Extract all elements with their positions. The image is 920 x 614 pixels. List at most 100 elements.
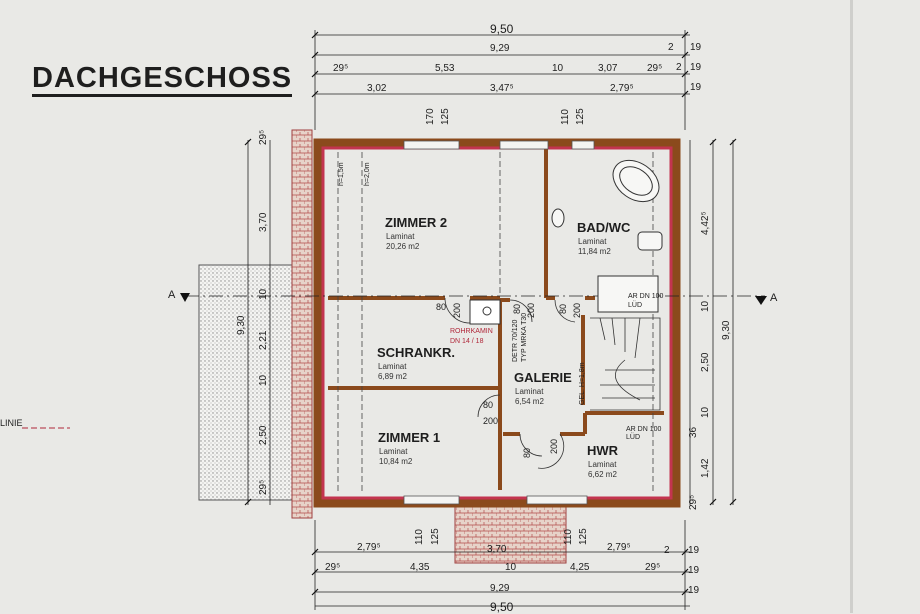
dim-right-d: 2,50 bbox=[700, 352, 711, 372]
dim-right-h: 29⁵ bbox=[688, 494, 699, 510]
door3-w: 80 bbox=[558, 303, 568, 314]
windows bbox=[403, 140, 595, 505]
dim-top-right-b: 19 bbox=[690, 42, 702, 53]
plan-title: DACHGESCHOSS bbox=[32, 62, 293, 97]
dim-right-f: 36 bbox=[688, 426, 699, 438]
dim-top-overall: 9,50 bbox=[490, 22, 514, 36]
dim-bot-row1-c: 2,79⁵ bbox=[607, 542, 631, 553]
room-area-zimmer2: 20,26 m2 bbox=[386, 242, 420, 251]
inner-walls bbox=[328, 148, 664, 490]
terrace-area bbox=[198, 264, 296, 501]
section-label-right: A bbox=[770, 292, 778, 304]
dim-left-g: 2,50 bbox=[258, 425, 269, 445]
room-name-galerie: GALERIE bbox=[514, 370, 572, 385]
brick-column bbox=[291, 129, 313, 519]
room-floor-galerie: Laminat bbox=[515, 387, 544, 396]
paper-edge bbox=[850, 0, 853, 613]
dim-bot-row2-d: 4,25 bbox=[570, 562, 590, 573]
win-bot-h2: 125 bbox=[430, 528, 441, 545]
dim-bot-right-c: 19 bbox=[688, 565, 700, 576]
dim-right-b: 9,30 bbox=[721, 320, 732, 340]
note-ar1: AR DN 100 bbox=[628, 293, 664, 300]
dim-top-row3-c: 2,79⁵ bbox=[610, 83, 634, 94]
section-arrow-right bbox=[755, 296, 767, 305]
room-floor-zimmer2: Laminat bbox=[386, 232, 415, 241]
note-h20: h=2,0m bbox=[364, 162, 371, 186]
dimension-lines bbox=[247, 30, 734, 610]
note-ar2: AR DN 100 bbox=[626, 426, 662, 433]
room-area-schrankr: 6,89 m2 bbox=[378, 372, 407, 381]
dim-top-right-d: 19 bbox=[690, 62, 702, 73]
dim-bot-row2-a: 29⁵ bbox=[325, 562, 341, 573]
room-floor-schrankr: Laminat bbox=[378, 362, 407, 371]
staircase bbox=[590, 317, 661, 411]
note-ar2b: LÜD bbox=[626, 434, 641, 441]
dim-left-d: 10 bbox=[258, 288, 269, 300]
win-top-h2: 125 bbox=[440, 108, 451, 125]
section-label-left: A bbox=[168, 289, 176, 301]
door2-h: 200 bbox=[526, 302, 536, 318]
dimension-ticks bbox=[244, 31, 737, 596]
dim-bot-overall: 9,50 bbox=[490, 600, 514, 614]
win-top-h4: 125 bbox=[575, 108, 586, 125]
linie-label: LINIE bbox=[0, 418, 23, 428]
room-area-zimmer1: 10,84 m2 bbox=[379, 457, 413, 466]
dim-left-c: 9,30 bbox=[236, 315, 247, 335]
win-bot-h1: 110 bbox=[414, 529, 425, 545]
door1-w: 80 bbox=[436, 302, 447, 312]
win-bot-h3: 110 bbox=[563, 529, 574, 545]
door3-h: 200 bbox=[572, 302, 582, 318]
dim-bot-row2-b: 4,35 bbox=[410, 562, 430, 573]
room-name-zimmer1: ZIMMER 1 bbox=[378, 430, 441, 445]
dim-top-row2-a: 29⁵ bbox=[333, 63, 349, 74]
dim-right-a: 4,42⁵ bbox=[700, 211, 711, 235]
door4-h: 200 bbox=[483, 416, 499, 426]
note-rohrkamin-2: DN 14 / 18 bbox=[450, 338, 484, 345]
dim-bot-row1-b: 3,70 bbox=[487, 544, 507, 555]
room-name-hwr: HWR bbox=[587, 443, 619, 458]
dim-top-row2-d: 3,07 bbox=[598, 63, 618, 74]
bath-fixtures bbox=[551, 159, 663, 313]
outer-wall-red bbox=[321, 146, 673, 500]
chimney bbox=[469, 299, 501, 325]
dim-right-e: 10 bbox=[700, 406, 711, 418]
dim-top-right-e: 19 bbox=[690, 82, 702, 93]
dim-left-a: 29⁵ bbox=[258, 129, 269, 145]
note-rohrkamin-1: ROHRKAMIN bbox=[450, 328, 493, 335]
dim-bot-inner: 9,29 bbox=[490, 583, 510, 594]
room-area-hwr: 6,62 m2 bbox=[588, 470, 617, 479]
door5-h: 200 bbox=[549, 438, 559, 454]
room-floor-hwr: Laminat bbox=[588, 460, 617, 469]
dim-top-row2-b: 5,53 bbox=[435, 63, 455, 74]
dim-top-row2-e: 29⁵ bbox=[647, 63, 663, 74]
dim-bot-row2-c: 10 bbox=[505, 562, 517, 573]
room-floor-bad: Laminat bbox=[578, 237, 607, 246]
dim-top-row3-b: 3,47⁵ bbox=[490, 83, 514, 94]
win-top-h1: 170 bbox=[425, 108, 436, 125]
note-trap: DETR 70/120 TYP MRKA T30 bbox=[512, 312, 528, 362]
dim-top-row2-c: 10 bbox=[552, 63, 564, 74]
win-top-h3: 110 bbox=[560, 109, 571, 125]
section-arrow-left bbox=[180, 293, 190, 302]
door5-w: 80 bbox=[522, 447, 532, 458]
dim-bot-row1-a: 2,79⁵ bbox=[357, 542, 381, 553]
room-name-schrankr: SCHRANKR. bbox=[377, 345, 455, 360]
note-gel: GEL. H=1,8m bbox=[579, 362, 586, 405]
door4-w: 80 bbox=[483, 400, 494, 410]
door1-h: 200 bbox=[452, 302, 462, 318]
roof-lines bbox=[337, 152, 654, 492]
dim-top-inner: 9,29 bbox=[490, 43, 510, 54]
room-floor-zimmer1: Laminat bbox=[379, 447, 408, 456]
dim-left-e: 2,21 bbox=[258, 330, 269, 350]
door2-w: 80 bbox=[512, 303, 522, 314]
room-name-bad: BAD/WC bbox=[577, 220, 631, 235]
note-ar1b: LÜD bbox=[628, 302, 643, 309]
dim-right-g: 1,42 bbox=[700, 458, 711, 478]
note-h15: h=1,5m bbox=[338, 162, 345, 186]
dim-bot-right-d: 19 bbox=[688, 585, 700, 596]
dim-bot-right-a: 2 bbox=[664, 545, 670, 556]
dim-left-b: 3,70 bbox=[258, 212, 269, 232]
room-area-bad: 11,84 m2 bbox=[578, 247, 611, 256]
